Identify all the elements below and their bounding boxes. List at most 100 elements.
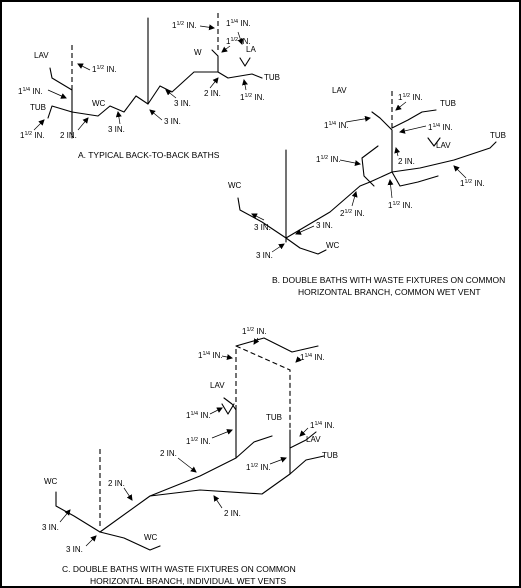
diagram-b-size-7: 21/2 IN. — [340, 191, 365, 218]
diagram-c-label-lav: LAV — [210, 381, 225, 390]
diagram-b-size-9: 3 IN. — [251, 213, 271, 232]
diagram-a-size-8: 3 IN. — [108, 111, 125, 134]
diagram-c-size-1: 11/2 IN. — [242, 327, 267, 345]
diagram-c-size-9: 2 IN. — [108, 479, 133, 501]
svg-text:11/4 IN.: 11/4 IN. — [324, 121, 349, 130]
svg-text:2 IN.: 2 IN. — [224, 509, 241, 518]
svg-text:3 IN.: 3 IN. — [108, 125, 125, 134]
diagram-c-size-7: 11/4 IN. — [299, 421, 335, 437]
diagram-a-label-tub-right: TUB — [264, 73, 280, 82]
diagram-a-size-10: 3 IN. — [165, 89, 191, 108]
svg-text:2 IN.: 2 IN. — [60, 131, 77, 140]
diagram-c-size-6: 2 IN. — [160, 449, 197, 473]
diagram-a-size-2: 11/2 IN. — [77, 63, 117, 74]
svg-text:11/2 IN.: 11/2 IN. — [186, 437, 211, 446]
diagram-b-label-lav-right: LAV — [436, 141, 451, 150]
svg-text:11/2 IN.: 11/2 IN. — [20, 131, 45, 140]
svg-text:11/2 IN.: 11/2 IN. — [398, 93, 423, 102]
diagram-a-size-5: 11/2 IN. — [172, 21, 215, 31]
svg-text:3 IN.: 3 IN. — [316, 221, 333, 230]
svg-text:3 IN.: 3 IN. — [66, 545, 83, 554]
diagram-b-caption-line-1: B. DOUBLE BATHS WITH WASTE FIXTURES ON C… — [272, 275, 505, 285]
diagram-b: LAV TUB LAV TUB WC WC 11/4 IN. 11/2 IN. … — [228, 86, 506, 297]
svg-text:11/4 IN.: 11/4 IN. — [300, 353, 325, 362]
diagram-a-size-12: 11/2 IN. — [240, 79, 265, 102]
svg-text:11/2 IN.: 11/2 IN. — [388, 201, 413, 210]
diagram-a-label-la: LA — [246, 45, 256, 54]
diagram-b-size-10: 3 IN. — [295, 221, 333, 235]
diagram-b-size-4: 2 IN. — [394, 147, 415, 166]
diagram-b-size-5: 11/2 IN. — [316, 155, 361, 166]
diagram-b-size-3: 11/4 IN. — [399, 123, 453, 134]
svg-text:11/4 IN.: 11/4 IN. — [18, 87, 43, 96]
diagram-a-caption: A. TYPICAL BACK-TO-BACK BATHS — [78, 150, 220, 160]
svg-text:11/2 IN.: 11/2 IN. — [460, 179, 485, 188]
svg-text:3 IN.: 3 IN. — [42, 523, 59, 532]
diagram-c-caption-line-1: C. DOUBLE BATHS WITH WASTE FIXTURES ON C… — [62, 564, 296, 574]
diagram-c-size-11: 3 IN. — [42, 509, 71, 532]
diagram-a-label-tub: TUB — [30, 103, 46, 112]
diagram-c-size-3: 11/4 IN. — [295, 353, 325, 363]
diagram-c-pipes — [55, 337, 325, 551]
diagram-b-label-wc-lower: WC — [326, 241, 340, 250]
diagram-c-size-4: 11/4 IN. — [186, 407, 223, 420]
svg-text:11/2 IN.: 11/2 IN. — [226, 37, 251, 46]
diagram-b-size-6: 11/2 IN. — [453, 165, 485, 188]
diagram-c-size-5: 11/2 IN. — [186, 429, 233, 446]
diagram-c-size-8: 11/2 IN. — [246, 456, 287, 472]
diagram-a-size-4: 11/4 IN. — [226, 19, 251, 45]
svg-text:3 IN.: 3 IN. — [256, 251, 273, 260]
diagram-a-size-7: 2 IN. — [60, 117, 89, 140]
diagram-b-label-tub: TUB — [440, 99, 456, 108]
svg-text:11/4 IN.: 11/4 IN. — [198, 351, 223, 360]
svg-text:11/2 IN.: 11/2 IN. — [92, 65, 117, 74]
diagram-b-size-8: 11/2 IN. — [387, 179, 413, 210]
diagram-a: LAV TUB WC W LA TUB 11/4 IN. 11/2 IN. 11… — [18, 12, 280, 160]
diagram-b-size-2: 11/2 IN. — [395, 93, 423, 111]
svg-text:11/4 IN.: 11/4 IN. — [428, 123, 453, 132]
svg-text:11/2 IN.: 11/2 IN. — [240, 93, 265, 102]
diagram-b-caption-line-2: HORIZONTAL BRANCH, COMMON WET VENT — [298, 287, 481, 297]
diagram-c-label-tub-right: TUB — [322, 451, 338, 460]
diagram-b-label-wc: WC — [228, 181, 242, 190]
diagram-c-label-wc-lower: WC — [144, 533, 158, 542]
diagram-a-size-9: 3 IN. — [149, 109, 181, 126]
svg-text:2 IN.: 2 IN. — [204, 89, 221, 98]
diagram-a-size-6: 11/2 IN. — [221, 37, 251, 53]
diagram-c-label-lav-right: LAV — [306, 435, 321, 444]
diagram-b-size-1: 11/4 IN. — [324, 115, 371, 130]
svg-text:21/2 IN.: 21/2 IN. — [340, 209, 365, 218]
svg-text:11/2 IN.: 11/2 IN. — [246, 463, 271, 472]
svg-text:11/2 IN.: 11/2 IN. — [172, 21, 197, 30]
diagram-a-label-w: W — [194, 48, 202, 57]
svg-text:2 IN.: 2 IN. — [398, 157, 415, 166]
svg-text:11/2 IN.: 11/2 IN. — [316, 155, 341, 164]
svg-text:11/4 IN.: 11/4 IN. — [226, 19, 251, 28]
diagram-a-label-wc: WC — [92, 99, 106, 108]
svg-text:11/4 IN.: 11/4 IN. — [186, 411, 211, 420]
svg-text:11/4 IN.: 11/4 IN. — [310, 421, 335, 430]
diagram-a-pipes — [47, 12, 263, 139]
svg-text:3 IN.: 3 IN. — [174, 99, 191, 108]
diagram-c-label-wc: WC — [44, 477, 58, 486]
diagram-a-size-1: 11/4 IN. — [18, 87, 67, 99]
diagram-c-label-tub: TUB — [266, 413, 282, 422]
diagram-c-size-12: 3 IN. — [66, 535, 97, 554]
diagram-c-size-10: 2 IN. — [213, 495, 241, 518]
diagram-c: LAV TUB LAV TUB WC WC 11/2 IN. 11/4 IN. … — [42, 327, 338, 586]
diagram-b-label-lav: LAV — [332, 86, 347, 95]
svg-text:2 IN.: 2 IN. — [160, 449, 177, 458]
svg-text:2 IN.: 2 IN. — [108, 479, 125, 488]
svg-text:3 IN.: 3 IN. — [254, 223, 271, 232]
diagram-a-label-lav: LAV — [34, 51, 49, 60]
diagram-b-size-11: 3 IN. — [256, 243, 285, 260]
diagram-b-pipes — [237, 88, 497, 255]
diagram-c-caption-line-2: HORIZONTAL BRANCH, INDIVIDUAL WET VENTS — [90, 576, 286, 586]
svg-text:11/2 IN.: 11/2 IN. — [242, 327, 267, 336]
svg-text:3 IN.: 3 IN. — [164, 117, 181, 126]
diagram-a-size-3: 11/2 IN. — [20, 119, 45, 140]
diagram-b-label-tub-right: TUB — [490, 131, 506, 140]
diagram-a-size-11: 2 IN. — [204, 77, 221, 98]
